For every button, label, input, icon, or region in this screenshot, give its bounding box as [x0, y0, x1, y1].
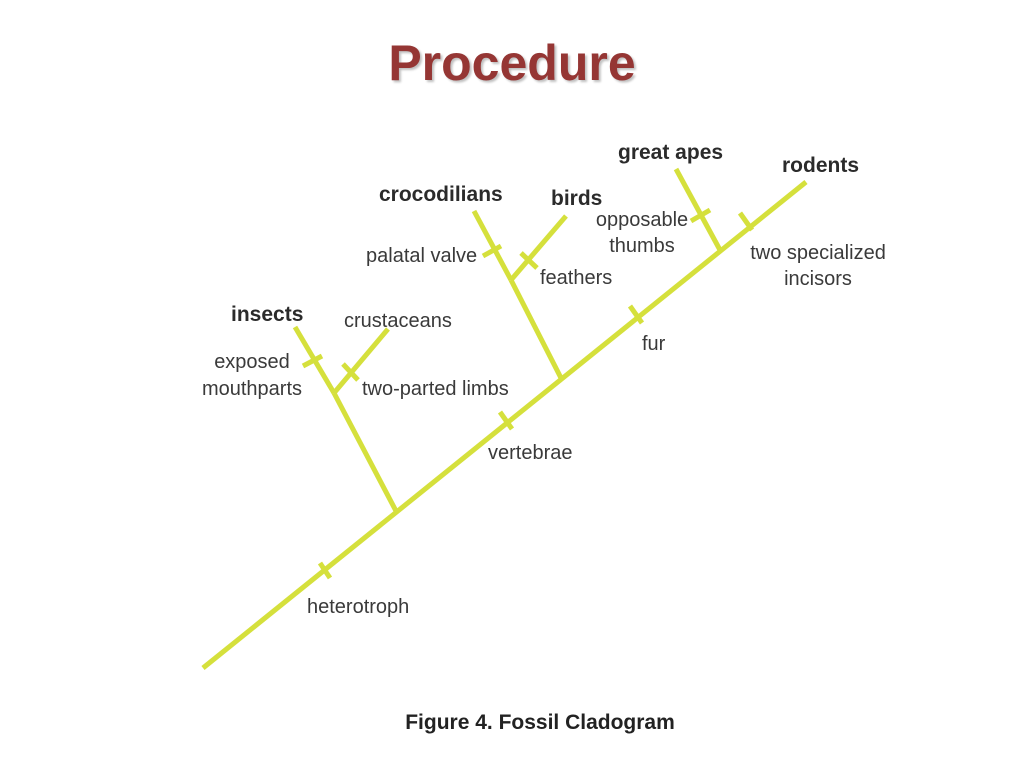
- trait-label-incisors: incisors: [784, 268, 852, 290]
- trait-label-two-parted-limbs: two-parted limbs: [362, 378, 509, 400]
- tick-vertebrae: [497, 410, 515, 431]
- tick-exposed-mouthparts: [301, 353, 324, 369]
- taxon-label-crocodilians: crocodilians: [379, 183, 503, 206]
- taxon-label-rodents: rodents: [782, 154, 859, 177]
- figure-caption: Figure 4. Fossil Cladogram: [405, 711, 675, 734]
- taxon-label-insects: insects: [231, 303, 303, 326]
- tick-fur: [627, 304, 645, 325]
- branch-great-apes: [673, 167, 723, 252]
- tick-feathers: [519, 251, 539, 270]
- trait-label-mouthparts: mouthparts: [202, 378, 302, 400]
- branch-crocodilians: [471, 209, 514, 282]
- taxon-label-birds: birds: [551, 187, 602, 210]
- tick-palatal-valve: [481, 243, 503, 259]
- taxon-label-great-apes: great apes: [618, 141, 723, 164]
- trait-label-palatal-valve: palatal valve: [366, 245, 477, 267]
- trait-label-feathers: feathers: [540, 267, 612, 289]
- trait-label-opposable: opposable: [596, 209, 688, 231]
- branch-arthropods: [331, 391, 399, 513]
- trait-label-heterotroph: heterotroph: [307, 596, 409, 618]
- tick-two-specialized-incisors: [737, 211, 755, 232]
- trait-label-two-specialized: two specialized: [750, 242, 886, 264]
- trait-label-exposed: exposed: [214, 351, 290, 373]
- tick-opposable-thumbs: [689, 207, 712, 224]
- branch-birds: [509, 214, 568, 282]
- taxon-label-crustaceans: crustaceans: [344, 310, 452, 332]
- tick-two-parted-limbs: [341, 362, 360, 382]
- slide-title: Procedure: [388, 35, 636, 91]
- branch-archosaurs: [508, 278, 564, 380]
- trait-label-fur: fur: [642, 333, 666, 355]
- branch-crustaceans: [332, 327, 390, 395]
- main-trunk: [201, 180, 808, 670]
- trait-label-vertebrae: vertebrae: [488, 442, 573, 464]
- tick-heterotroph: [317, 561, 333, 580]
- trait-label-thumbs: thumbs: [609, 235, 675, 257]
